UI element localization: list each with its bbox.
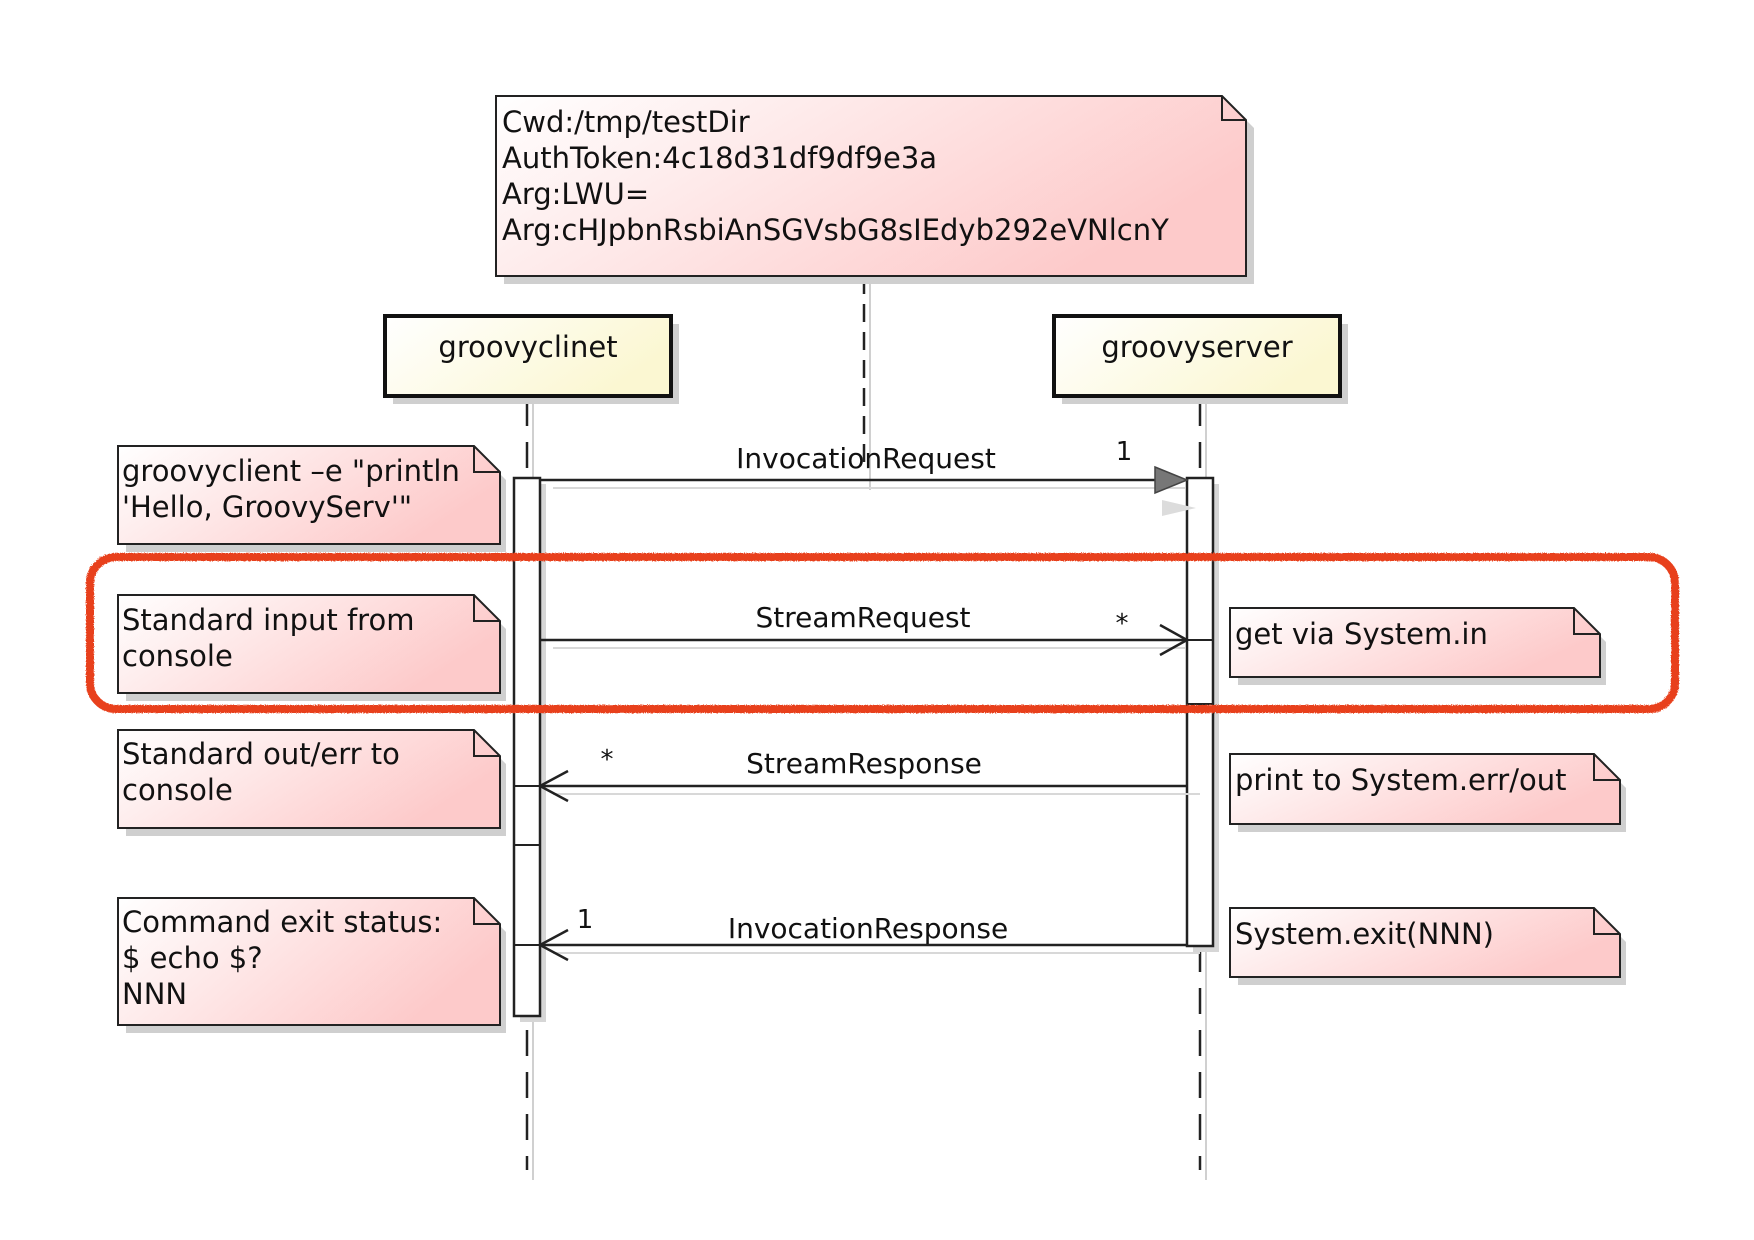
note-line: $ echo $?: [122, 941, 263, 975]
header-note-line: Arg:LWU=: [502, 177, 649, 211]
lifeline-label-server: groovyserver: [1101, 330, 1292, 364]
note-line: console: [122, 773, 233, 807]
client-note-command: groovyclient –e "println 'Hello, GroovyS…: [117, 445, 506, 552]
note-line: Standard out/err to: [122, 737, 400, 771]
activation-bar-client: [512, 476, 546, 1022]
message-multiplicity: 1: [1116, 437, 1133, 467]
client-note-exit-status: Command exit status: $ echo $? NNN: [117, 897, 506, 1033]
message-label: StreamRequest: [755, 601, 970, 634]
lifeline-head-client: groovyclinet: [383, 314, 679, 404]
header-note-line: Cwd:/tmp/testDir: [502, 105, 750, 139]
client-note-stdout: Standard out/err to console: [117, 729, 506, 836]
note-line: groovyclient –e "println: [122, 454, 460, 488]
note-line: NNN: [122, 977, 187, 1011]
server-note-exit: System.exit(NNN): [1229, 907, 1626, 985]
filled-arrowhead-icon: [1154, 465, 1189, 495]
message-invocation-response: InvocationResponse 1: [537, 905, 1200, 962]
open-arrowhead-icon: [537, 928, 569, 962]
message-stream-request: StreamRequest *: [540, 601, 1190, 657]
note-line: get via System.in: [1235, 617, 1488, 651]
header-note-line: AuthToken:4c18d31df9df9e3a: [502, 141, 937, 175]
activation-bar-server: [1185, 476, 1219, 952]
note-line: Standard input from: [122, 603, 414, 637]
open-arrowhead-icon: [1159, 623, 1190, 657]
note-line: console: [122, 639, 233, 673]
message-multiplicity: *: [601, 745, 614, 775]
message-stream-response: StreamResponse *: [537, 745, 1200, 803]
client-note-stdin: Standard input from console: [117, 594, 506, 701]
message-label: InvocationResponse: [728, 912, 1008, 945]
header-note-line: Arg:cHJpbnRsbiAnSGVsbG8sIEdyb292eVNlcnY: [502, 213, 1169, 247]
message-invocation-request: InvocationRequest 1: [540, 437, 1196, 516]
lifeline-label-client: groovyclinet: [438, 330, 617, 364]
note-line: Command exit status:: [122, 905, 442, 939]
message-multiplicity: *: [1116, 609, 1129, 639]
highlight-box: [86, 553, 1679, 713]
message-label: StreamResponse: [746, 747, 982, 780]
note-line: print to System.err/out: [1235, 763, 1567, 797]
message-label: InvocationRequest: [736, 442, 996, 475]
header-note-anchor: [862, 276, 871, 490]
server-note-stdout: print to System.err/out: [1229, 753, 1626, 832]
lifeline-head-server: groovyserver: [1052, 314, 1348, 404]
header-note: Cwd:/tmp/testDir AuthToken:4c18d31df9df9…: [495, 95, 1254, 284]
note-line: 'Hello, GroovyServ'": [122, 490, 412, 524]
note-line: System.exit(NNN): [1235, 917, 1494, 951]
message-multiplicity: 1: [577, 905, 594, 935]
open-arrowhead-icon: [537, 769, 569, 803]
server-note-stdin: get via System.in: [1229, 607, 1606, 685]
